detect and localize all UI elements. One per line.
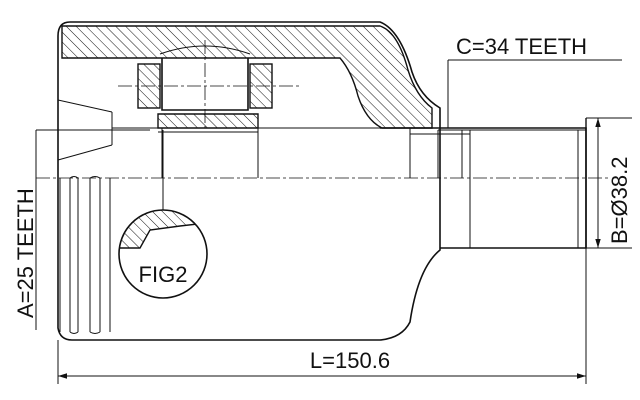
- diameter-dimension: B=Ø38.2: [586, 117, 632, 249]
- fig2-detail: FIG2: [118, 130, 208, 299]
- length-label: L=150.6: [310, 348, 390, 373]
- fig2-label: FIG2: [139, 262, 188, 287]
- housing-body: [57, 21, 441, 341]
- inner-teeth-dimension: A=25 TEETH: [13, 129, 150, 330]
- inner-teeth-label: A=25 TEETH: [13, 188, 38, 318]
- spline-teeth-dimension: C=34 TEETH: [447, 34, 622, 128]
- tripod-roller: [112, 40, 380, 178]
- diameter-label: B=Ø38.2: [607, 157, 632, 244]
- spline-teeth-label: C=34 TEETH: [456, 34, 587, 59]
- length-dimension: L=150.6: [57, 248, 587, 384]
- spline-shaft: [380, 118, 587, 249]
